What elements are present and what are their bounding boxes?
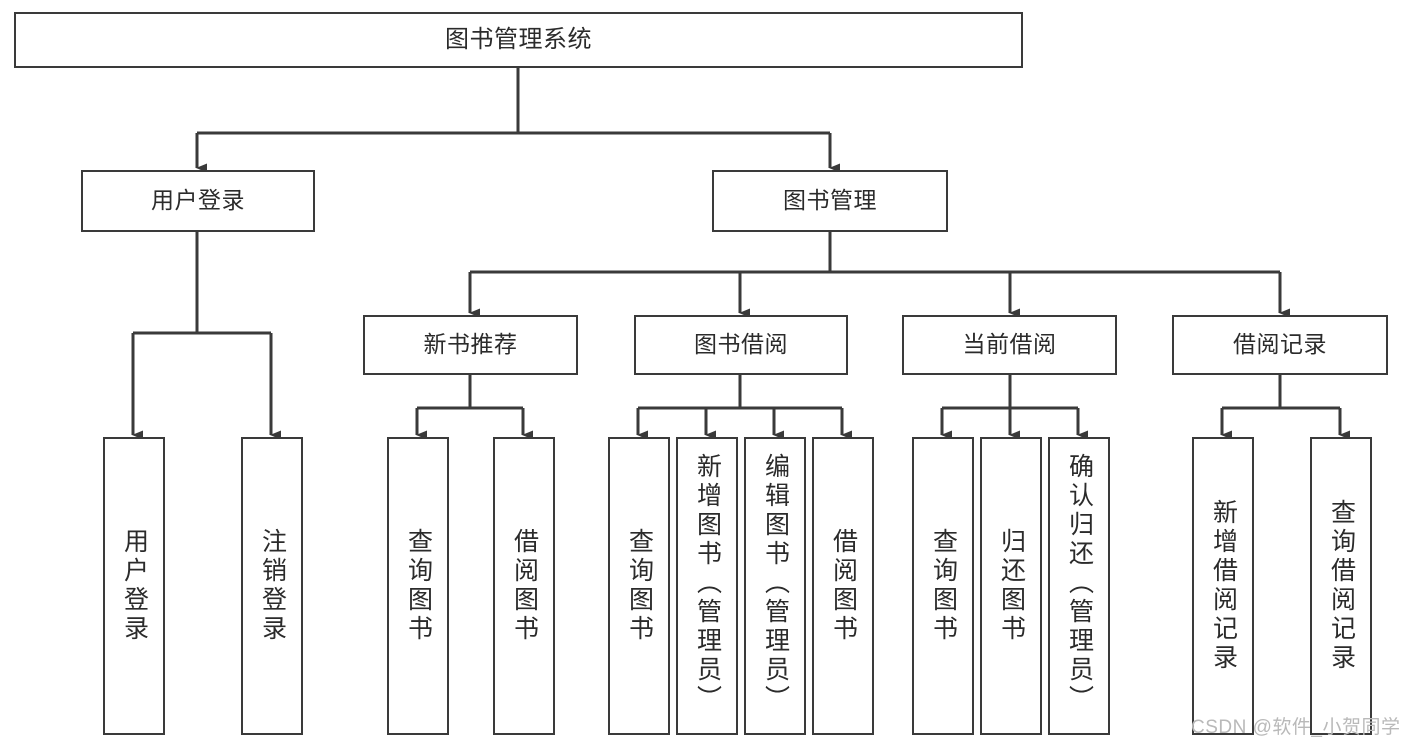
node-borrow-record[interactable]: 借阅记录 [1172,315,1388,375]
leaf-current-borrow-query-book[interactable]: 查询图书 [912,437,974,735]
leaf-new-book-borrow-book[interactable]: 借阅图书 [493,437,555,735]
leaf-new-book-query-book[interactable]: 查询图书 [387,437,449,735]
leaf-book-borrow-edit-book-admin[interactable]: 编辑图书（管理员） [744,437,806,735]
csdn-watermark: CSDN @软件_小贺同学 [1191,717,1401,738]
node-label: 查询图书 [625,528,654,644]
node-label: 借阅图书 [510,528,539,644]
node-label: 新书推荐 [423,331,518,358]
leaf-borrow-record-add-record[interactable]: 新增借阅记录 [1192,437,1254,735]
node-label: 借阅图书 [829,528,858,644]
node-label: 查询借阅记录 [1327,499,1356,673]
leaf-book-borrow-query-book[interactable]: 查询图书 [608,437,670,735]
node-label: 归还图书 [997,528,1026,644]
node-label: 用户登录 [151,187,245,214]
node-label: 借阅记录 [1233,331,1327,358]
node-label: 当前借阅 [962,331,1057,358]
node-book-borrow[interactable]: 图书借阅 [634,315,848,375]
node-label: 查询图书 [404,528,433,644]
leaf-book-borrow-add-book-admin[interactable]: 新增图书（管理员） [676,437,738,735]
node-current-borrow[interactable]: 当前借阅 [902,315,1117,375]
node-label: 图书借阅 [694,331,788,358]
leaf-user-login-logout[interactable]: 注销登录 [241,437,303,735]
node-label: 图书管理系统 [445,25,592,53]
leaf-current-borrow-confirm-return-admin[interactable]: 确认归还（管理员） [1048,437,1110,735]
node-label: 编辑图书（管理员） [761,453,790,714]
node-new-book-recommend[interactable]: 新书推荐 [363,315,578,375]
node-user-login[interactable]: 用户登录 [81,170,315,232]
node-label: 查询图书 [929,528,958,644]
node-label: 注销登录 [258,528,287,644]
node-label: 图书管理 [783,187,877,214]
node-label: 用户登录 [120,528,149,644]
leaf-borrow-record-query-record[interactable]: 查询借阅记录 [1310,437,1372,735]
node-label: 新增借阅记录 [1209,499,1238,673]
node-book-management[interactable]: 图书管理 [712,170,948,232]
leaf-current-borrow-return-book[interactable]: 归还图书 [980,437,1042,735]
node-label: 新增图书（管理员） [693,453,722,714]
leaf-user-login-login[interactable]: 用户登录 [103,437,165,735]
node-label: 确认归还（管理员） [1065,453,1094,714]
leaf-book-borrow-borrow-book[interactable]: 借阅图书 [812,437,874,735]
node-root-book-management-system[interactable]: 图书管理系统 [14,12,1023,68]
